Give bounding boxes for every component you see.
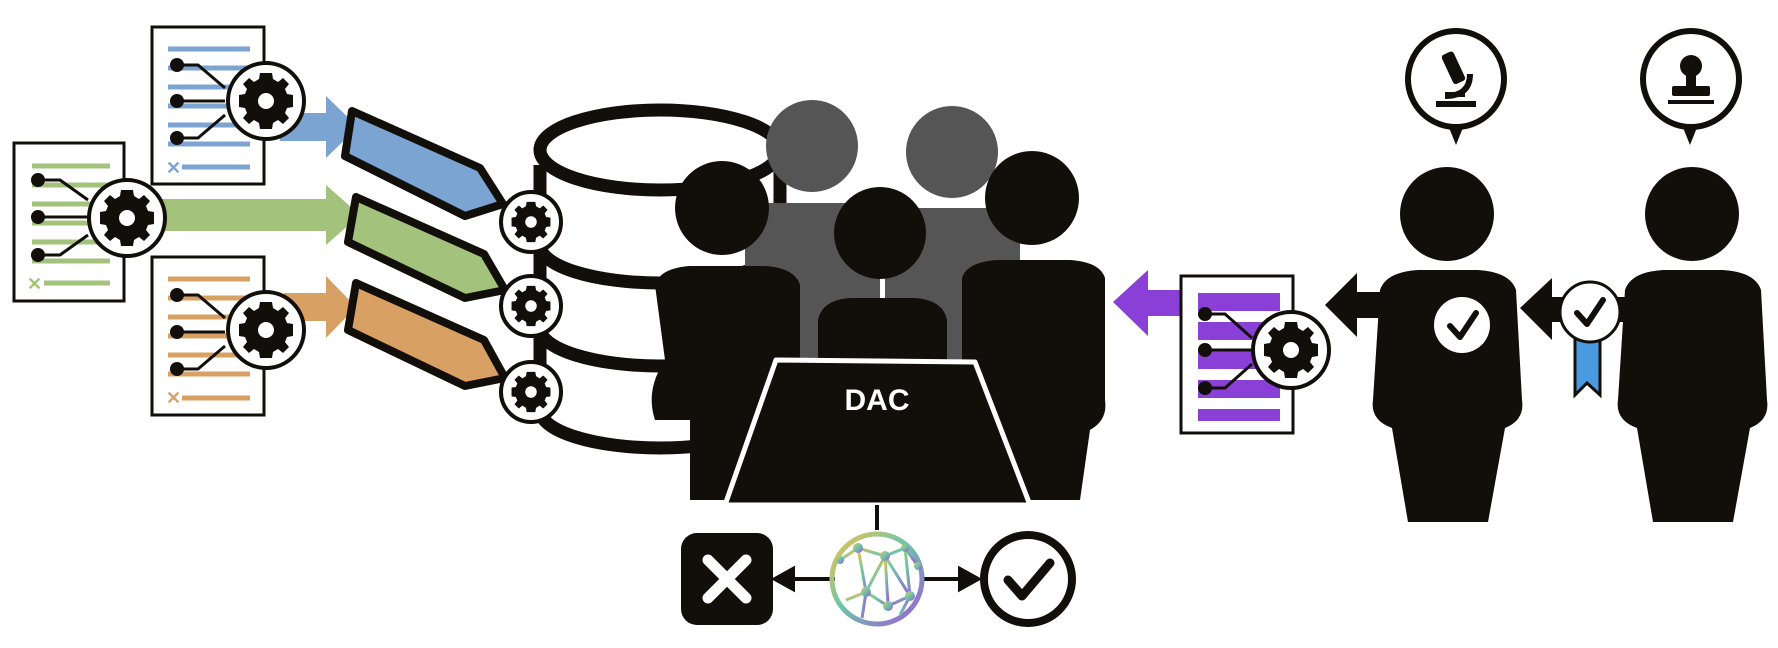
committee-table: DAC [722, 357, 1033, 508]
arrow-black [1325, 273, 1415, 337]
gear-icon [89, 180, 165, 256]
gear-icon [501, 192, 561, 252]
svg-text:✕: ✕ [166, 388, 181, 408]
stamp-icon [1640, 28, 1742, 145]
arrow-green [160, 185, 360, 245]
decision-connector [770, 505, 983, 593]
svg-text:✕: ✕ [27, 274, 42, 294]
network-globe-icon [829, 531, 925, 627]
requester-authority [1558, 28, 1768, 522]
microscope-icon [1405, 28, 1507, 145]
gear-icon [501, 362, 561, 422]
ribbon-check-icon [1558, 280, 1622, 399]
committee-label: DAC [845, 384, 910, 417]
arrow-purple [1113, 270, 1195, 336]
check-icon [1434, 297, 1490, 353]
approve-icon [980, 531, 1076, 627]
gear-icon [228, 292, 304, 368]
requester-researcher [1372, 28, 1523, 522]
gear-icon [501, 276, 561, 336]
gear-icon [228, 63, 304, 139]
tag-icon [341, 107, 509, 390]
gear-icon [1253, 312, 1329, 388]
reject-icon [681, 533, 773, 625]
person-icon [1617, 167, 1768, 522]
svg-text:✕: ✕ [166, 158, 181, 178]
